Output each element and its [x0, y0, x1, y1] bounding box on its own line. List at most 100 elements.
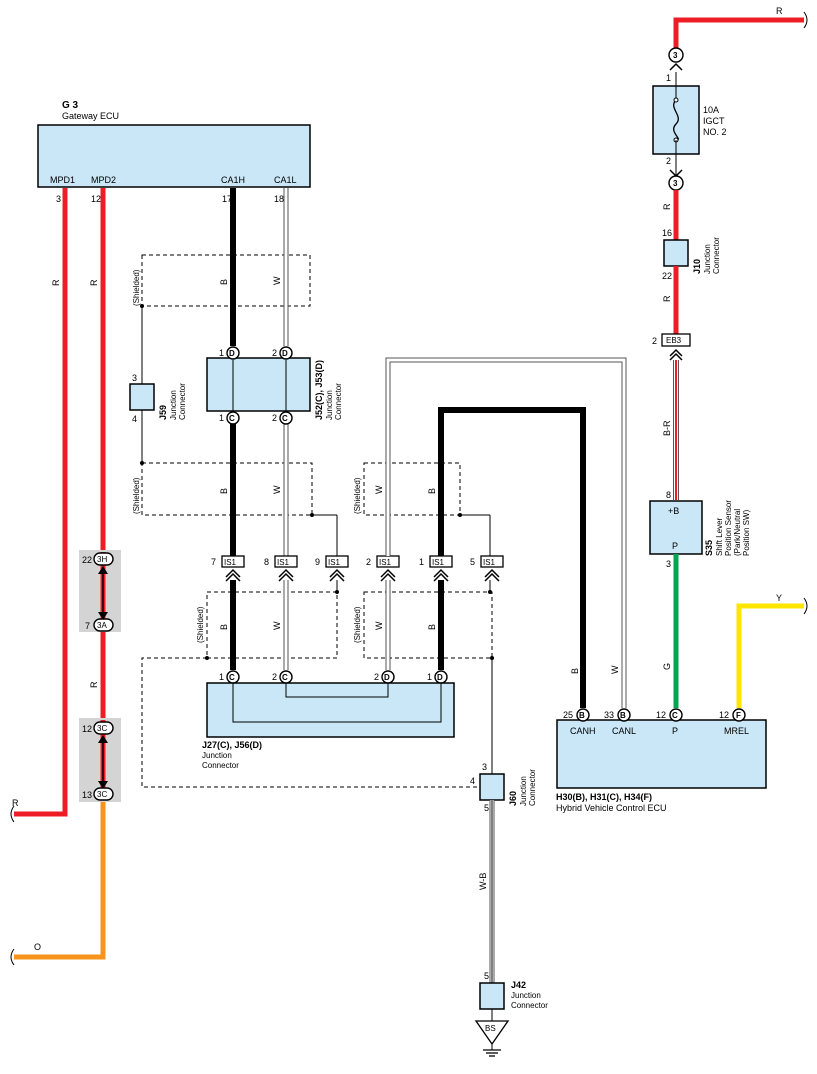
gateway-pin-label-mpd1: MPD1 [50, 175, 75, 185]
j52-name2: Connector [334, 383, 343, 420]
svg-text:1: 1 [419, 557, 424, 567]
j59-box [129, 383, 155, 411]
wire-break-r [10, 805, 15, 823]
fuse-in-chevron [669, 62, 683, 71]
can-wires-right: W B B W W B [374, 357, 627, 708]
power-exit-label: R [776, 6, 783, 16]
j42-box [479, 982, 505, 1010]
svg-text:D: D [437, 673, 443, 682]
svg-text:8: 8 [264, 557, 269, 567]
shield-mid-left [141, 462, 313, 516]
j60-name2: Connector [528, 769, 537, 806]
hv-pin-canh [576, 708, 590, 722]
j27-bus-outer [232, 683, 442, 723]
j10-pin-top: 16 [662, 228, 672, 238]
wire-break-o [10, 948, 15, 966]
mpd2-mid-wire-color: R [89, 681, 99, 688]
gateway-pin-label-ca1l: CA1L [274, 175, 297, 185]
is1-connectors: IS1 7 IS1 8 IS1 9 IS1 2 IS1 1 [211, 555, 504, 582]
is1-pin-2: IS1 2 [366, 555, 400, 582]
fuse-out-pin-label: 3 [673, 179, 678, 188]
fuse-in-pin [668, 47, 684, 63]
j27-pin-c1 [226, 670, 240, 684]
ground-triangle [474, 1020, 510, 1046]
s35-name1: Shift Lever [715, 517, 724, 556]
j27-pin-c2 [279, 670, 293, 684]
wire-break-y [803, 597, 808, 615]
ca1l-color: W [272, 276, 282, 285]
fuse-terminal-top [673, 97, 679, 103]
mpd2-wire-color: R [89, 279, 99, 286]
gateway-ecu: G 3 Gateway ECU MPD1 MPD2 CA1H CA1L 3 12… [37, 100, 311, 204]
s35-name2: Position Sensor [724, 500, 733, 556]
gateway-pin-label-ca1h: CA1H [221, 175, 245, 185]
ground-label: BS [485, 1024, 496, 1033]
gateway-pin-num-12: 12 [91, 194, 101, 204]
hv-pin-canl-num: 33 [604, 710, 614, 720]
wire-break-power [803, 11, 808, 29]
svg-text:IS1: IS1 [328, 558, 341, 567]
shield-low-right-label: (Shielded) [353, 606, 362, 643]
svg-text:IS1: IS1 [379, 558, 392, 567]
inline-conn-3c-bottom-label: 3C [97, 790, 107, 799]
is1-pin-7: IS1 7 [211, 555, 245, 582]
shield-ground-dot2 [490, 656, 494, 660]
shield-ground-dot [205, 656, 209, 660]
inline-conn-3a-num: 7 [85, 621, 90, 631]
ca1h-low-color: B [219, 624, 229, 630]
inline-conn-3h [93, 552, 114, 566]
hv-pin-label-canh: CANH [570, 726, 596, 736]
s35-pin-top: 8 [666, 490, 671, 500]
ca1l-low-color: W [272, 621, 282, 630]
canl-color-right: W [610, 665, 620, 674]
gateway-pin-num-3: 3 [56, 194, 61, 204]
j52-pin-d2-num: 2 [272, 348, 277, 358]
j52-pin-d1-letter: D [229, 349, 235, 358]
gateway-ecu-name: Gateway ECU [62, 111, 119, 121]
power-wire-color-2: R [662, 295, 672, 302]
inline-conn-3c-top-num: 12 [82, 724, 92, 734]
power-wire-top [673, 17, 804, 48]
s35-name4: Position SW) [742, 509, 751, 556]
y-wire [736, 603, 804, 708]
j60-pin-left: 4 [470, 776, 475, 786]
shield-low-left-label: (Shielded) [196, 606, 205, 643]
fuse-element [673, 99, 679, 141]
eb3-chevron [669, 348, 683, 361]
j59-connector: 3 4 J59 Junction Connector [129, 304, 187, 465]
ca1h-color: B [219, 279, 229, 285]
svg-text:B: B [620, 711, 626, 720]
inline-conn-3a [93, 618, 114, 632]
svg-text:IS1: IS1 [224, 558, 237, 567]
hv-ecu-box [556, 719, 767, 789]
exit-label-o: O [34, 942, 41, 952]
inline-conn-3c-top-label: 3C [97, 724, 107, 733]
fuse-pin-top: 1 [666, 73, 671, 83]
arrow-up-2 [98, 735, 108, 743]
j10-name1: Junction [703, 244, 712, 274]
shield-mid-left-label: (Shielded) [132, 477, 141, 514]
canl-wire-i [386, 358, 626, 708]
j60-box [479, 773, 505, 801]
fuse-name2: NO. 2 [703, 127, 727, 137]
svg-text:9: 9 [315, 557, 320, 567]
j52-id: J52(C), J53(D) [314, 360, 324, 420]
canh-color-right: B [570, 668, 580, 674]
shield-low-left-dot [335, 590, 339, 594]
hv-ecu: B 25 B 33 C 12 F 12 CANH CANL P MREL H30… [556, 708, 767, 813]
j52-pin-c2-num: 2 [272, 413, 277, 423]
canh-low-color: B [427, 624, 437, 630]
j60-pin-top: 3 [482, 762, 487, 772]
j52-pin-d1 [226, 346, 240, 360]
inline-conn-3c-top [93, 721, 114, 735]
j52-connector: D 1 D 2 C 1 C 2 J52(C), J53(D) Junction … [206, 346, 343, 425]
svg-text:IS1: IS1 [483, 558, 496, 567]
j27-name2: Connector [202, 761, 239, 770]
exit-label-r: R [12, 798, 19, 808]
mpd2-wire-orange [14, 795, 106, 960]
j42-name2: Connector [511, 1001, 548, 1010]
j52-box [206, 357, 311, 412]
j52-pin-d2-letter: D [282, 349, 288, 358]
j27-name1: Junction [202, 751, 232, 760]
ca1l-mid-color: W [272, 485, 282, 494]
